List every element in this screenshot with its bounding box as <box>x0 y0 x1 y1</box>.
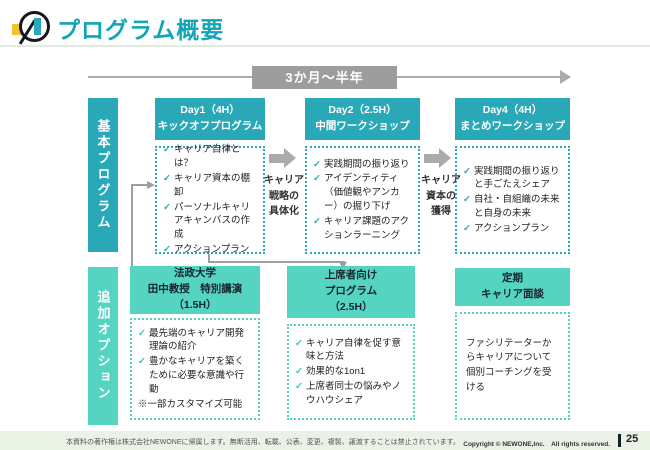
list-item: ✓効果的な1on1 <box>295 365 407 379</box>
day4-wrapup-header: Day4（4H） まとめワークショップ <box>455 98 570 140</box>
flow-arrow-label: キャリア 資本の 獲得 <box>421 175 461 217</box>
connector-lecture-to-day1-h <box>131 184 148 186</box>
timeline-duration-label: 3か月～半年 <box>252 66 397 89</box>
list-item-text: 豊かなキャリアを築くために必要な意識や行動 <box>149 356 245 395</box>
logo-circle <box>18 11 50 45</box>
logo-teal-bar <box>34 18 41 35</box>
check-icon: ✓ <box>313 158 321 170</box>
connector-arrowhead-down-icon <box>339 262 347 269</box>
check-icon: ✓ <box>463 222 471 234</box>
flow-arrow-label: キャリア 戦略の 具体化 <box>264 175 304 217</box>
page-number: 25 <box>626 433 639 445</box>
list-item: ✓豊かなキャリアを築くために必要な意識や行動 <box>138 355 252 396</box>
list-item-text: 実践期間の振り返りと手ごたえシェア <box>474 165 560 191</box>
interview-description: ファシリテーターからキャリアについて個別コーチングを受ける <box>466 337 552 393</box>
list-item: ✓アクションプラン <box>463 222 562 236</box>
list-item-text: 自社・自組織の未来と自身の未来 <box>474 194 560 219</box>
list-item-text: 最先端のキャリア開発理論の紹介 <box>149 327 245 353</box>
list-item-text: 効果的な1on1 <box>306 366 366 378</box>
career-interview-content-box: ファシリテーターからキャリアについて個別コーチングを受ける <box>455 312 570 420</box>
list-item-text: 実践期間の振り返り <box>324 158 410 170</box>
list-item: ✓キャリア自律を促す意味と方法 <box>295 337 407 365</box>
timeline-arrowhead-icon <box>560 70 571 84</box>
list-item: ✓アクションプラン <box>163 243 257 257</box>
list-item: ✓アイデンティティ（価値観やアンカー）の掘り下げ <box>313 172 412 213</box>
list-item-text: アクションプラン <box>474 222 550 234</box>
list-item-text: キャリア自律を促す意味と方法 <box>306 337 402 363</box>
check-icon: ✓ <box>313 173 321 185</box>
list-item-text: アイデンティティ（価値観やアンカー）の掘り下げ <box>324 173 400 212</box>
list-item-text: キャリア課題のアクションラーニング <box>324 215 410 241</box>
check-icon: ✓ <box>295 366 303 378</box>
list-item: ✓自社・自組織の未来と自身の未来 <box>463 193 562 221</box>
list-item-text: キャリア資本の棚卸 <box>174 172 251 198</box>
list-item-text: 上席者同士の悩みやノウハウシェア <box>306 380 402 406</box>
day1-kickoff-header: Day1（4H） キックオフプログラム <box>155 98 265 140</box>
day1-content-box: ✓キャリア自律とは？ ✓キャリア資本の棚卸 ✓パーソナルキャリアキャンバスの作成… <box>155 143 265 257</box>
page-title: プログラム概要 <box>57 17 225 43</box>
list-item: ✓実践期間の振り返りと手ごたえシェア <box>463 165 562 193</box>
check-icon: ✓ <box>163 172 171 184</box>
page-number-separator <box>618 434 621 447</box>
title-underline <box>0 45 650 47</box>
day2-midterm-header: Day2（2.5H） 中間ワークショップ <box>305 98 420 140</box>
day2-content-box: ✓実践期間の振り返り ✓アイデンティティ（価値観やアンカー）の掘り下げ ✓キャリ… <box>305 146 420 254</box>
newone-logo-icon <box>12 9 54 47</box>
connector-arrowhead-right-icon <box>147 181 155 189</box>
list-item: ✓キャリア課題のアクションラーニング <box>313 215 412 243</box>
career-interview-header: 定期 キャリア面談 <box>455 268 570 306</box>
copyright-line: Copyright © NEWONE,Inc. All rights reser… <box>463 441 610 448</box>
list-item: ✓キャリア自律とは？ <box>163 143 257 171</box>
slide-footer: 本資料の著作権は株式会社NEWONEに帰属します。無断活用、転載、公表、変更、複… <box>0 431 650 450</box>
check-icon: ✓ <box>163 201 171 213</box>
logo-yellow-square <box>12 24 21 35</box>
note-text: ※一部カスタマイズ可能 <box>138 398 243 410</box>
senior-program-header: 上席者向け プログラム （2.5H） <box>287 266 415 318</box>
senior-program-content-box: ✓キャリア自律を促す意味と方法 ✓効果的な1on1 ✓上席者同士の悩みやノウハウ… <box>287 324 415 420</box>
list-item: ✓パーソナルキャリアキャンバスの作成 <box>163 201 257 242</box>
list-item-text: キャリア自律とは？ <box>174 144 241 170</box>
copyright-notice: 本資料の著作権は株式会社NEWONEに帰属します。無断活用、転載、公表、変更、複… <box>66 439 460 446</box>
check-icon: ✓ <box>463 165 471 177</box>
list-item: ✓上席者同士の悩みやノウハウシェア <box>295 380 407 408</box>
check-icon: ✓ <box>138 327 146 339</box>
day4-content-box: ✓実践期間の振り返りと手ごたえシェア ✓自社・自組織の未来と自身の未来 ✓アクシ… <box>455 146 570 254</box>
check-icon: ✓ <box>163 243 171 255</box>
check-icon: ✓ <box>138 356 146 368</box>
list-item: ✓キャリア資本の棚卸 <box>163 172 257 200</box>
check-icon: ✓ <box>295 380 303 392</box>
list-item-note: ※一部カスタマイズ可能 <box>138 398 252 412</box>
flow-arrow-right-icon <box>269 148 296 168</box>
check-icon: ✓ <box>463 194 471 206</box>
list-item-text: アクションプラン <box>174 243 250 255</box>
check-icon: ✓ <box>313 215 321 227</box>
connector-lecture-to-day1 <box>131 184 133 266</box>
check-icon: ✓ <box>295 337 303 349</box>
list-item: ✓実践期間の振り返り <box>313 158 412 172</box>
special-lecture-header: 法政大学 田中教授 特別講演 （1.5H） <box>130 266 260 314</box>
special-lecture-content-box: ✓最先端のキャリア開発理論の紹介 ✓豊かなキャリアを築くために必要な意識や行動 … <box>130 318 260 420</box>
connector-day1-to-senior <box>208 254 210 263</box>
flow-arrow-right-icon <box>424 148 451 168</box>
check-icon: ✓ <box>163 144 171 156</box>
list-item: ✓最先端のキャリア開発理論の紹介 <box>138 327 252 355</box>
connector-day1-to-senior-h <box>208 261 345 263</box>
side-label-basic-program: 基本プログラム <box>88 98 118 252</box>
list-item-text: パーソナルキャリアキャンバスの作成 <box>174 201 251 241</box>
side-label-additional-options: 追加オプション <box>88 267 118 425</box>
